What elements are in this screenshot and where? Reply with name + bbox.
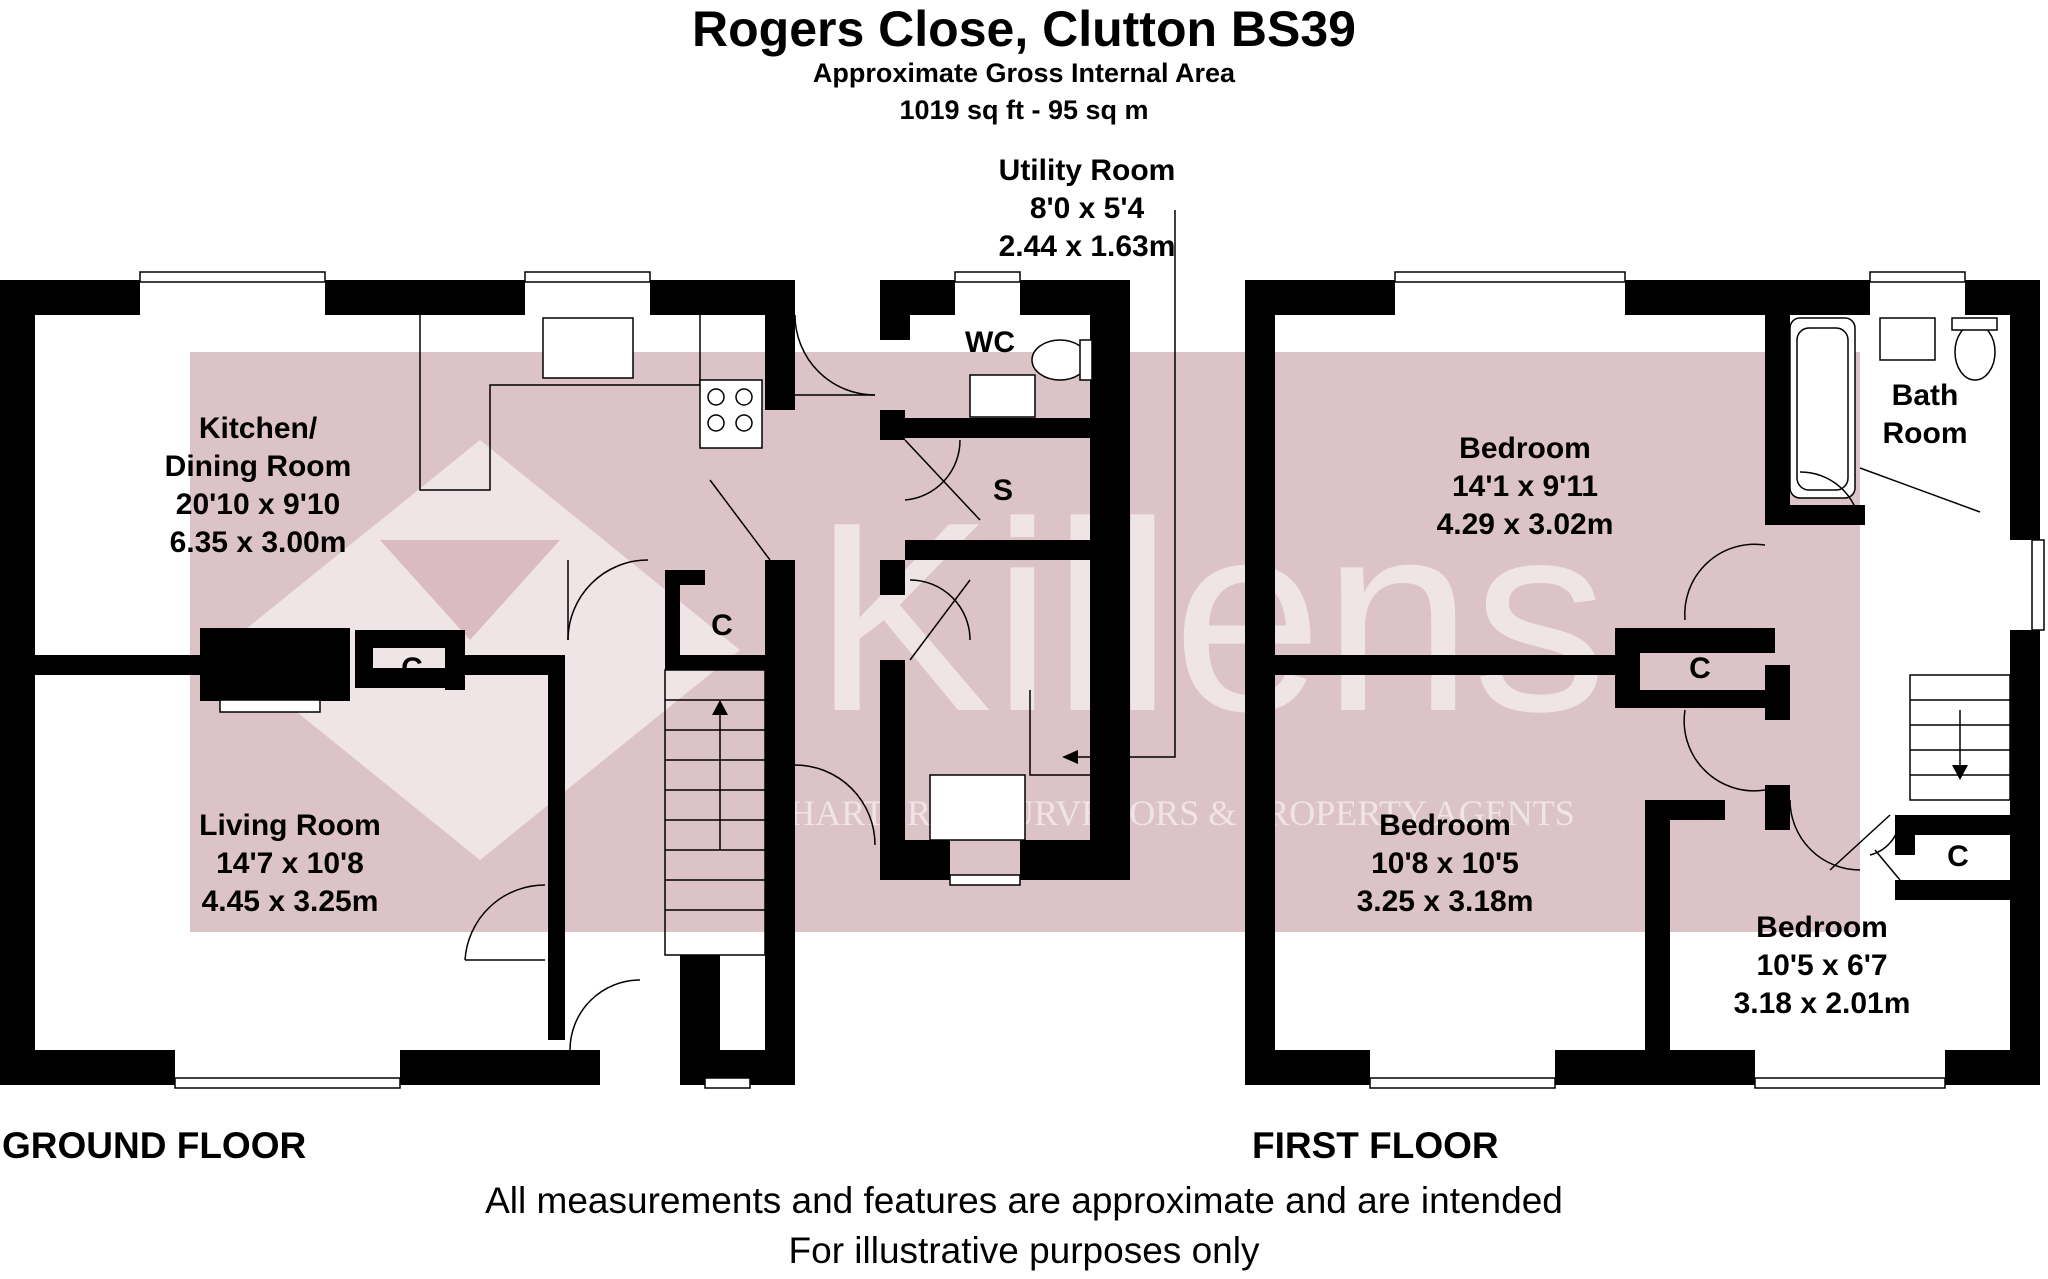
cupboard-label: C [1689, 652, 1711, 685]
stairs-icon [664, 669, 766, 956]
bedroom-3-name: Bedroom [1756, 911, 1888, 944]
bedroom-1-metric: 4.29 x 3.02m [1437, 508, 1614, 541]
watermark-text: Killens [812, 467, 1607, 768]
bathroom-toilet-icon [1954, 323, 1996, 381]
wc-label: WC [965, 326, 1015, 359]
bedroom-2-metric: 3.25 x 3.18m [1357, 885, 1534, 918]
first-floor-fixtures [1369, 271, 2045, 1089]
plan-area: 1019 sq ft - 95 sq m [899, 95, 1149, 125]
bedroom-2-imperial: 10'8 x 10'5 [1371, 847, 1519, 880]
watermark: Killens CHARTERED SURVEYORS & PROPERTY A… [190, 352, 1860, 932]
first-floor-labels: Bedroom 14'1 x 9'11 4.29 x 3.02m Bedroom… [1357, 379, 1969, 1020]
utility-sink-icon [929, 774, 1026, 841]
utility-room-imperial: 8'0 x 5'4 [1030, 192, 1145, 225]
bedroom-1-name: Bedroom [1459, 432, 1591, 465]
kitchen-name-line1: Kitchen/ [199, 412, 318, 445]
ground-floor-labels: Kitchen/ Dining Room 20'10 x 9'10 6.35 x… [165, 154, 1176, 918]
bathroom-name-line2: Room [1883, 417, 1968, 450]
first-floor-label: FIRST FLOOR [1252, 1125, 1499, 1166]
living-room-name: Living Room [199, 809, 381, 842]
bedroom-3-metric: 3.18 x 2.01m [1734, 987, 1911, 1020]
disclaimer-line-1: All measurements and features are approx… [485, 1180, 1563, 1221]
utility-room-metric: 2.44 x 1.63m [999, 230, 1176, 263]
bathroom-basin-icon [1879, 317, 1936, 361]
kitchen-metric: 6.35 x 3.00m [170, 526, 347, 559]
wc-basin-icon [969, 374, 1036, 418]
plan-subtitle: Approximate Gross Internal Area [812, 58, 1236, 88]
store-label: S [993, 474, 1013, 507]
utility-room-name: Utility Room [999, 154, 1176, 187]
bathroom-name-line1: Bath [1892, 379, 1959, 412]
cupboard-label: C [401, 652, 423, 685]
cupboard-label: C [1947, 840, 1969, 873]
bedroom-3-imperial: 10'5 x 6'7 [1756, 949, 1887, 982]
bedroom-2-name: Bedroom [1379, 809, 1511, 842]
kitchen-sink-icon [542, 317, 634, 379]
ground-floor-walls [0, 280, 1130, 1085]
ground-floor-label: GROUND FLOOR [2, 1125, 307, 1166]
bath-icon [1789, 317, 1856, 499]
plan-title: Rogers Close, Clutton BS39 [692, 1, 1356, 57]
watermark-logo-triangle [380, 540, 560, 640]
kitchen-name-line2: Dining Room [165, 450, 352, 483]
bedroom-1-imperial: 14'1 x 9'11 [1452, 470, 1598, 503]
living-room-imperial: 14'7 x 10'8 [216, 847, 364, 880]
kitchen-imperial: 20'10 x 9'10 [176, 488, 340, 521]
first-floor-walls [1245, 280, 2040, 1085]
disclaimer-line-2: For illustrative purposes only [788, 1230, 1260, 1271]
cupboard-label: C [711, 609, 733, 642]
living-room-metric: 4.45 x 3.25m [202, 885, 379, 918]
watermark-logo-diamond [220, 440, 740, 860]
first-floor-stairs-icon [1909, 674, 2011, 801]
ground-floor-fixtures [139, 210, 1176, 1089]
hob-icon [699, 379, 763, 449]
